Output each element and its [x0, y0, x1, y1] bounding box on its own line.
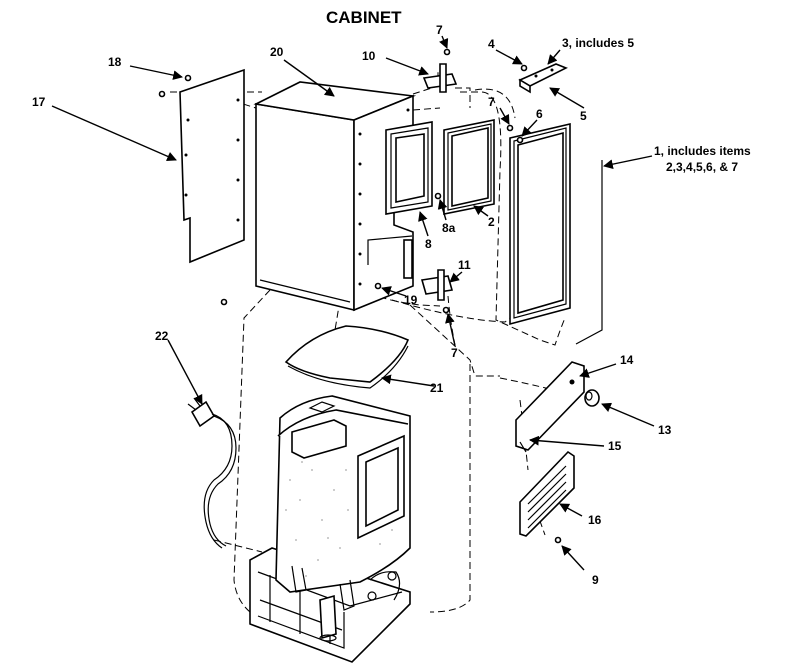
callout-8a: 8a: [442, 221, 456, 235]
callout-7-door: 7: [488, 95, 495, 109]
leader-lines: [51, 35, 655, 571]
callout-7-top: 7: [436, 23, 443, 37]
hinge-11: [420, 269, 454, 301]
callout-1: 1, includes items: [654, 144, 751, 158]
callout-5: 5: [580, 109, 587, 123]
power-cord-22: [187, 397, 237, 549]
callout-15: 15: [608, 439, 622, 453]
callout-9: 9: [592, 573, 599, 587]
callout-3: 3, includes 5: [562, 36, 634, 50]
callout-4: 4: [488, 37, 495, 51]
top-pad-21: [284, 325, 410, 389]
callout-17: 17: [32, 95, 46, 109]
hinge-bracket-3: [518, 63, 568, 94]
callout-16: 16: [588, 513, 602, 527]
callout-8: 8: [425, 237, 432, 251]
knob-13: [584, 389, 600, 407]
callout-19: 19: [404, 293, 418, 307]
side-panel-17: [179, 68, 245, 264]
callout-22: 22: [155, 329, 169, 343]
refrigeration-unit: [249, 395, 411, 663]
screws-misc: [374, 48, 562, 544]
callout-10: 10: [362, 49, 376, 63]
bracket-plate-14: [515, 361, 585, 453]
callout-1-items: 2,3,4,5,6, & 7: [666, 160, 738, 174]
callout-7-bottom: 7: [451, 346, 458, 360]
callout-13: 13: [658, 423, 672, 437]
callout-labels: 1, includes items 2,3,4,5,6, & 7 2 3, in…: [32, 23, 751, 587]
callout-18: 18: [108, 55, 122, 69]
inner-frame-8: [385, 121, 433, 215]
hinge-10: [422, 63, 458, 93]
cabinet-shell-20: [253, 81, 417, 312]
vent-cover-16: [519, 450, 575, 537]
callout-20: 20: [270, 45, 284, 59]
gasket-frame-2: [443, 119, 495, 215]
door-1: [509, 122, 603, 345]
callout-14: 14: [620, 353, 634, 367]
callout-11: 11: [458, 258, 471, 272]
diagram-title: CABINET: [326, 8, 402, 27]
callout-21: 21: [430, 381, 444, 395]
callout-6: 6: [536, 107, 543, 121]
callout-2: 2: [488, 215, 495, 229]
screws-18: [158, 74, 228, 306]
